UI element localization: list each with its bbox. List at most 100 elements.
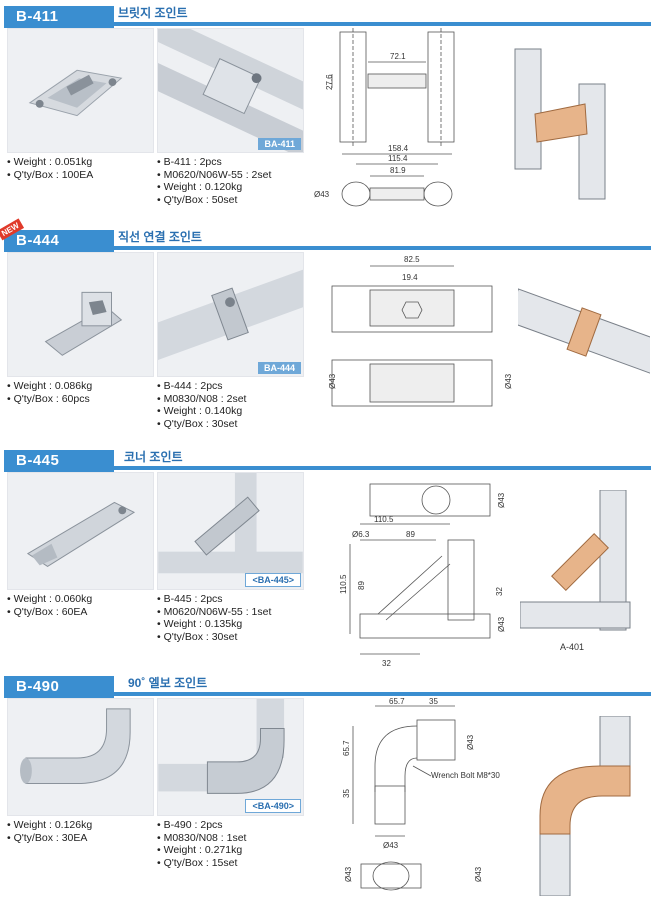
section-b444: B-444 NEW 직선 연결 조인트 BA-444 Weight : 0.08… xyxy=(0,218,655,440)
specs-part: Weight : 0.051kg Q'ty/Box : 100EA xyxy=(7,156,94,182)
dim-label: 65.7 xyxy=(389,697,405,706)
dim-label: Ø43 xyxy=(466,734,475,750)
dim-label: 32 xyxy=(495,587,504,596)
product-code: B-445 xyxy=(4,450,114,472)
header-rule xyxy=(114,22,651,26)
dim-label: Ø43 xyxy=(497,492,506,508)
section-header: B-490 90˚ 엘보 조인트 xyxy=(0,676,655,698)
technical-drawing: 110.5 Ø6.3 89 Ø43 110.5 89 32 Ø43 32 xyxy=(320,474,510,670)
assembly-tag: BA-411 xyxy=(258,138,301,150)
product-code: B-444 xyxy=(4,230,114,252)
dim-label: Ø43 xyxy=(314,190,330,199)
product-title: 직선 연결 조인트 xyxy=(118,230,202,244)
spec-weight: Weight : 0.135kg xyxy=(157,618,271,631)
spec-qty: Q'ty/Box : 30set xyxy=(157,418,246,431)
part-callout: A-401 xyxy=(560,642,584,652)
dim-label: 89 xyxy=(406,530,415,539)
dim-label: 32 xyxy=(382,659,391,668)
dim-label: 115.4 xyxy=(388,154,408,163)
spec-bolt: M0830/N08 : 2set xyxy=(157,393,247,406)
dim-label: Ø43 xyxy=(504,373,512,389)
dim-label: Ø43 xyxy=(474,866,483,882)
dim-label: Ø43 xyxy=(344,866,353,882)
specs-assembly: B-445 : 2pcs M0620/N06W-55 : 1set Weight… xyxy=(157,593,272,643)
render-3d: A-401 xyxy=(520,490,645,655)
dim-label: 110.5 xyxy=(339,574,348,594)
spec-qty: Q'ty/Box : 30EA xyxy=(7,832,92,845)
product-photo-part xyxy=(7,472,154,590)
spec-part: B-490 : 2pcs xyxy=(157,819,246,832)
header-rule xyxy=(114,466,651,470)
section-header: B-411 브릿지 조인트 xyxy=(0,6,655,28)
spec-part: B-444 : 2pcs xyxy=(157,380,246,393)
section-header: B-444 NEW 직선 연결 조인트 xyxy=(0,218,655,252)
render-3d xyxy=(518,282,650,382)
spec-weight: Weight : 0.086kg xyxy=(7,380,93,393)
specs-assembly: B-411 : 2pcs M0620/N06W-55 : 2set Weight… xyxy=(157,156,272,207)
spec-weight: Weight : 0.140kg xyxy=(157,405,246,418)
section-b411: B-411 브릿지 조인트 BA-411 Weight : 0.051kg Q'… xyxy=(0,6,655,216)
spec-part: B-411 : 2pcs xyxy=(157,156,271,169)
dim-label: 158.4 xyxy=(388,144,409,153)
dim-label: Ø43 xyxy=(328,373,337,389)
spec-part: B-445 : 2pcs xyxy=(157,593,271,606)
product-photo-assembly: <BA-445> xyxy=(157,472,304,590)
technical-drawing: 82.5 19.4 Ø43 Ø43 xyxy=(322,250,512,435)
header-rule xyxy=(114,692,651,696)
product-title: 코너 조인트 xyxy=(124,450,183,464)
header-rule xyxy=(114,246,651,250)
product-photo-assembly: <BA-490> xyxy=(157,698,304,816)
spec-bolt: M0620/N06W-55 : 2set xyxy=(157,169,272,182)
product-photo-part xyxy=(7,28,154,153)
product-code: B-490 xyxy=(4,676,114,698)
dim-label: 27.6 xyxy=(325,74,334,90)
specs-part: Weight : 0.060kg Q'ty/Box : 60EA xyxy=(7,593,93,619)
section-b490: B-490 90˚ 엘보 조인트 <BA-490> Weight : 0.126… xyxy=(0,676,655,902)
dim-label: Ø43 xyxy=(383,841,399,850)
product-title: 90˚ 엘보 조인트 xyxy=(128,676,208,690)
product-photo-assembly: BA-411 xyxy=(157,28,304,153)
spec-bolt: M0620/N06W-55 : 1set xyxy=(157,606,272,619)
dim-label: 82.5 xyxy=(404,255,420,264)
dim-label: 81.9 xyxy=(390,166,406,175)
product-title: 브릿지 조인트 xyxy=(118,6,188,20)
spec-weight: Weight : 0.126kg xyxy=(7,819,93,832)
specs-assembly: B-444 : 2pcs M0830/N08 : 2set Weight : 0… xyxy=(157,380,247,431)
assembly-tag: BA-444 xyxy=(257,362,301,374)
dim-label: 65.7 xyxy=(342,740,351,756)
dim-label: Ø6.3 xyxy=(352,530,370,539)
render-3d xyxy=(530,716,645,896)
render-3d xyxy=(505,44,625,204)
spec-qty: Q'ty/Box : 60EA xyxy=(7,606,92,619)
spec-bolt: M0830/N08 : 1set xyxy=(157,832,247,845)
specs-part: Weight : 0.086kg Q'ty/Box : 60pcs xyxy=(7,380,93,406)
spec-qty: Q'ty/Box : 100EA xyxy=(7,169,94,182)
product-code: B-411 xyxy=(4,6,114,28)
specs-assembly: B-490 : 2pcs M0830/N08 : 1set Weight : 0… xyxy=(157,819,247,870)
spec-qty: Q'ty/Box : 50set xyxy=(157,194,271,207)
product-photo-part xyxy=(7,252,154,377)
dim-label: 35 xyxy=(429,697,438,706)
spec-weight: Weight : 0.271kg xyxy=(157,844,246,857)
assembly-tag: <BA-490> xyxy=(245,799,301,813)
technical-drawing: 65.7 35 65.7 35 Ø43 Ø43 Ø43 Ø43 Wrench B… xyxy=(335,696,520,902)
technical-drawing: 72.1 27.6 158.4 115.4 81.9 Ø43 xyxy=(310,26,490,216)
assembly-tag: <BA-445> xyxy=(245,573,301,587)
dim-label: Ø43 xyxy=(497,616,506,632)
bolt-callout: Wrench Bolt M8*30 xyxy=(431,771,500,780)
spec-qty: Q'ty/Box : 15set xyxy=(157,857,246,870)
product-photo-assembly: BA-444 xyxy=(157,252,304,377)
specs-part: Weight : 0.126kg Q'ty/Box : 30EA xyxy=(7,819,93,845)
spec-weight: Weight : 0.120kg xyxy=(157,181,271,194)
spec-qty: Q'ty/Box : 60pcs xyxy=(7,393,92,406)
product-photo-part xyxy=(7,698,154,816)
section-b445: B-445 코너 조인트 <BA-445> Weight : 0.060kg Q… xyxy=(0,450,655,670)
dim-label: 35 xyxy=(342,789,351,798)
section-header: B-445 코너 조인트 xyxy=(0,450,655,472)
dim-label: 89 xyxy=(357,581,366,590)
dim-label: 72.1 xyxy=(390,52,406,61)
dim-label: 110.5 xyxy=(374,515,394,524)
dim-label: 19.4 xyxy=(402,273,418,282)
spec-weight: Weight : 0.051kg xyxy=(7,156,93,169)
spec-weight: Weight : 0.060kg xyxy=(7,593,93,606)
